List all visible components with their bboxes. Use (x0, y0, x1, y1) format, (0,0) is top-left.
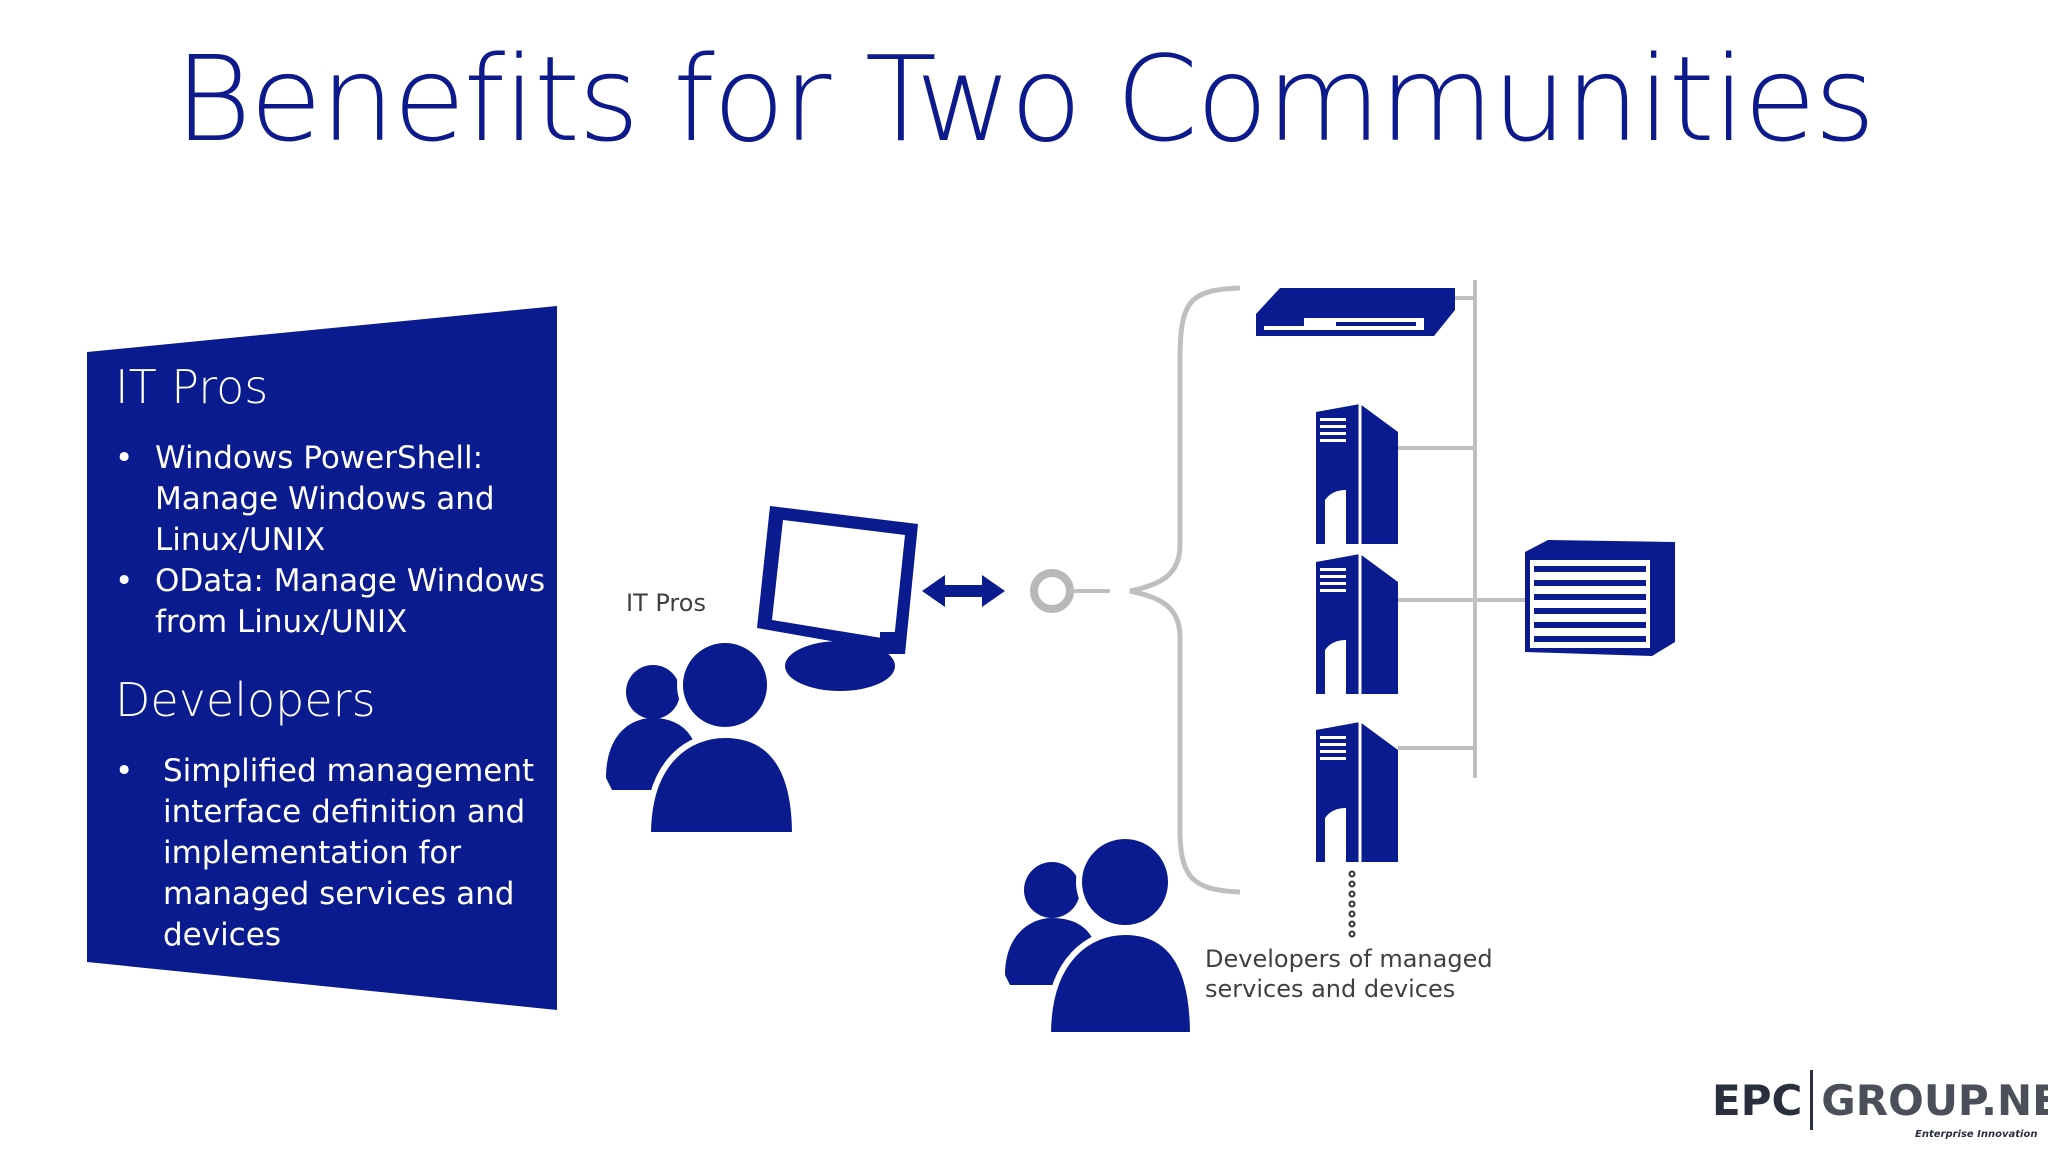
bullet-line: implementation for (163, 835, 462, 871)
storage-array-icon (1525, 540, 1675, 656)
bullet-line: Simplified management (163, 753, 535, 789)
server-tower-icon (1316, 722, 1398, 862)
developers-bullets: • Simplified management interface defini… (115, 751, 555, 956)
connector-circle-icon (1030, 569, 1110, 613)
bullet-line: managed services and (163, 876, 515, 912)
bullet-line: from Linux/UNIX (155, 604, 408, 640)
developers-label-line2: services and devices (1205, 975, 1456, 1003)
dotted-connector (1348, 870, 1356, 938)
epc-group-logo: EPC GROUP.NET (1712, 1070, 2048, 1130)
server-tower-icon (1316, 554, 1398, 694)
bullet-dot: • (115, 563, 134, 599)
bullet-line: Manage Windows and (155, 481, 495, 517)
it-pros-label: IT Pros (626, 589, 706, 617)
developers-heading: Developers (115, 673, 376, 727)
bullet-item: • Windows PowerShell: Manage Windows and… (115, 438, 555, 561)
developers-label-line1: Developers of managed (1205, 945, 1493, 973)
slide-title: Benefits for Two Communities (174, 30, 1875, 168)
brace (1129, 285, 1241, 895)
bullet-line: Linux/UNIX (155, 522, 326, 558)
bullet-line: devices (163, 917, 281, 953)
network-bus (1398, 280, 1525, 778)
bullet-line: interface definition and (163, 794, 526, 830)
developers-users-icon (1005, 833, 1197, 1038)
bullet-dot: • (115, 753, 134, 789)
logo-part1: EPC (1712, 1075, 1803, 1125)
logo-tagline: Enterprise Innovation (1915, 1129, 2038, 1140)
bullet-dot: • (115, 440, 134, 476)
it-pros-users-icon (606, 637, 799, 838)
switch-icon (1256, 288, 1455, 336)
server-tower-icon (1316, 404, 1398, 544)
logo-part2: GROUP.NET (1821, 1075, 2048, 1125)
bullet-line: Windows PowerShell: (155, 440, 484, 476)
bullet-line: OData: Manage Windows (155, 563, 546, 599)
panel-content: IT Pros • Windows PowerShell: Manage Win… (115, 360, 555, 986)
it-pros-bullets: • Windows PowerShell: Manage Windows and… (115, 438, 555, 643)
logo-separator (1810, 1070, 1814, 1130)
double-arrow-icon (922, 575, 1005, 607)
bullet-item: • Simplified management interface defini… (115, 751, 555, 956)
it-pros-heading: IT Pros (115, 360, 269, 414)
monitor-icon (757, 506, 918, 691)
bullet-item: • OData: Manage Windows from Linux/UNIX (115, 561, 555, 643)
